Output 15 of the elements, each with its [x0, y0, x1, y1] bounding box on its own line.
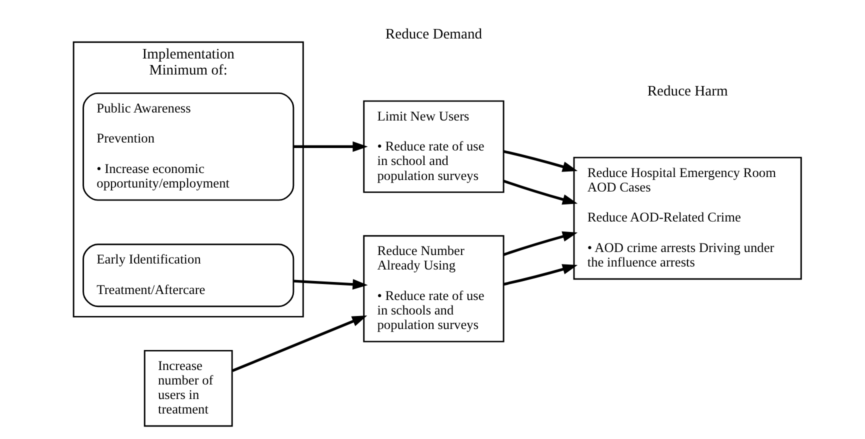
arrow [294, 279, 368, 290]
arrow [294, 141, 368, 152]
label: Reduce Demand [385, 26, 482, 43]
arrow [503, 231, 578, 256]
arrow [503, 180, 578, 205]
node-box: Limit New Users • Reduce rate of use in school and population surveys [363, 100, 504, 193]
node-box: Early Identification Treatment/Aftercare [82, 244, 294, 308]
node-box: Increase number of users in treatment [144, 350, 233, 427]
node-box: Reduce Hospital Emergency Room AOD Cases Reduce AOD-Related Crime • AOD crime arrests Driving under the influence arrests [573, 156, 802, 280]
node-box: Reduce Number Already Using • Reduce rate of use in schools and population surveys [363, 235, 504, 342]
arrow [232, 316, 368, 372]
arrow [503, 150, 578, 172]
node-box: Public Awareness Prevention • Increase economic opportunity/employment [82, 92, 294, 201]
label: Reduce Harm [647, 84, 728, 100]
arrow [503, 264, 578, 286]
